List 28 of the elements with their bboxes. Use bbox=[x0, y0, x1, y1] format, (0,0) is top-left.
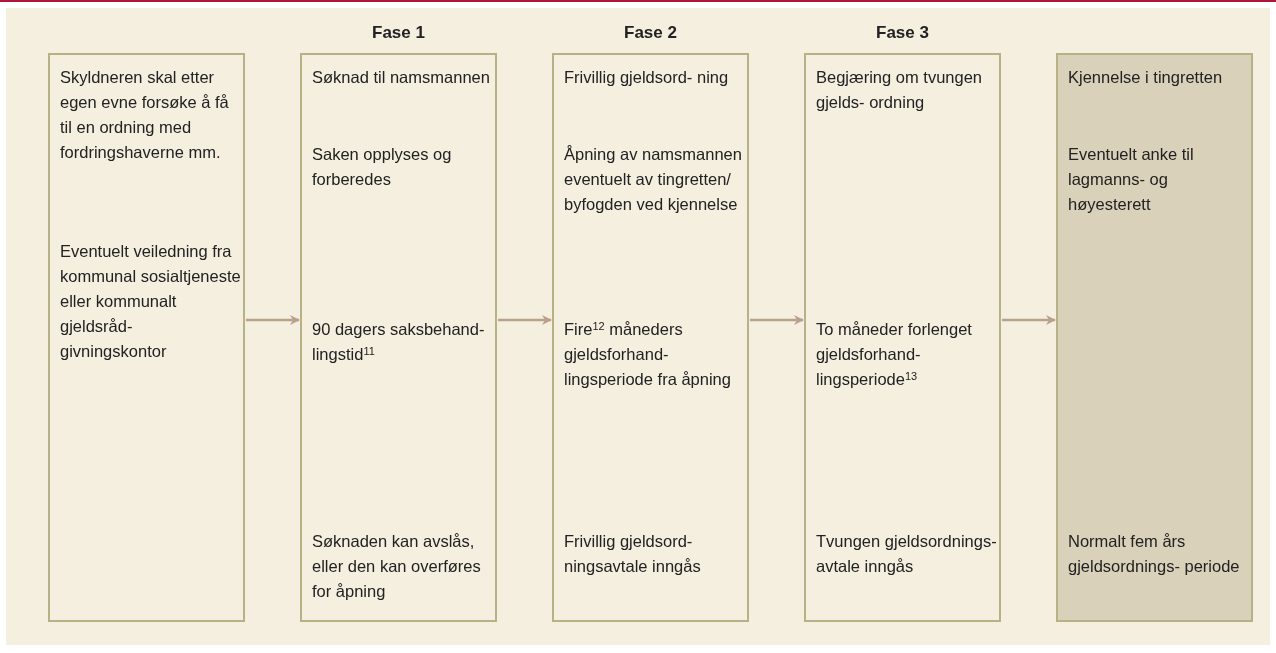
box-text: Begjæring om tvungen gjelds- ordning bbox=[816, 67, 983, 113]
process-box bbox=[804, 53, 1001, 622]
box-text: Kjennelse i tingretten bbox=[1068, 67, 1224, 88]
process-box bbox=[1056, 53, 1253, 622]
box-text: Normalt fem års gjeldsordnings- periode bbox=[1068, 531, 1241, 577]
box-text: Skyldneren skal etter egen evne forsøke å få til en ordning med fordringshaverne mm. bbox=[60, 67, 230, 163]
phase-heading: Fase 2 bbox=[623, 22, 678, 44]
box-text: Tvungen gjeldsordnings- avtale inngås bbox=[816, 531, 998, 577]
box-text: Fire$^{12}$ måneders gjeldsforhand- lingsperiode fra åpning bbox=[564, 318, 732, 390]
process-box bbox=[300, 53, 497, 622]
box-text: Frivillig gjeldsord- ning bbox=[564, 67, 730, 88]
box-text: Saken opplyses og forberedes bbox=[312, 144, 453, 190]
arrow bbox=[246, 315, 300, 325]
box-text: 90 dagers saksbehand- lingstid$^{11}$ bbox=[312, 319, 486, 365]
arrow bbox=[1002, 315, 1056, 325]
box-text: Frivillig gjeldsord- ningsavtale inngås bbox=[564, 531, 702, 577]
phase-heading: Fase 3 bbox=[875, 22, 930, 44]
box-text: To måneder forlenget gjeldsforhand- lingsperiode$^{13}$ bbox=[816, 319, 973, 390]
box-text: Eventuelt veiledning fra kommunal sosialtjeneste eller kommunalt gjeldsråd- givningskontor bbox=[60, 241, 242, 362]
phase-heading: Fase 1 bbox=[371, 22, 426, 44]
process-box bbox=[552, 53, 749, 622]
box-text: Åpning av namsmannen eventuelt av tingretten/ byfogden ved kjennelse bbox=[564, 144, 743, 215]
arrow bbox=[750, 315, 804, 325]
box-text: Eventuelt anke til lagmanns- og høyesterett bbox=[1068, 144, 1195, 215]
arrow bbox=[498, 315, 552, 325]
process-box bbox=[48, 53, 245, 622]
box-text: Søknad til namsmannen bbox=[312, 67, 491, 88]
box-text: Søknaden kan avslås, eller den kan overføres for åpning bbox=[312, 531, 482, 602]
